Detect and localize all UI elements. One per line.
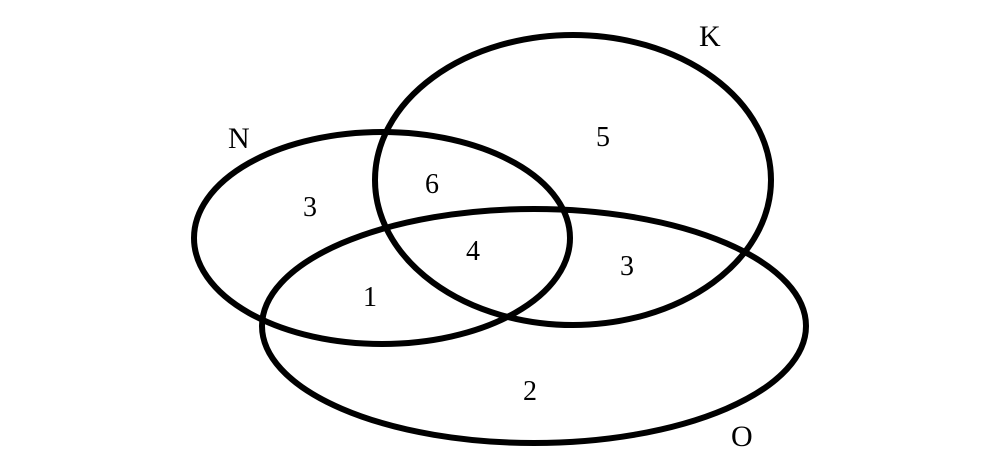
set-n-label: N [228,122,250,155]
region-n-k-count: 6 [425,169,439,200]
set-o-ellipse [259,206,809,446]
region-n-o-count: 1 [363,282,377,313]
region-k-o-count: 3 [620,251,634,282]
region-k-only-count: 5 [596,122,610,153]
region-n-k-o-count: 4 [466,236,480,267]
set-n-ellipse [191,129,573,347]
region-n-only-count: 3 [303,192,317,223]
set-k-label: K [699,20,721,53]
set-k-ellipse [372,32,774,328]
region-o-only-count: 2 [523,376,537,407]
set-o-label: O [731,420,753,453]
